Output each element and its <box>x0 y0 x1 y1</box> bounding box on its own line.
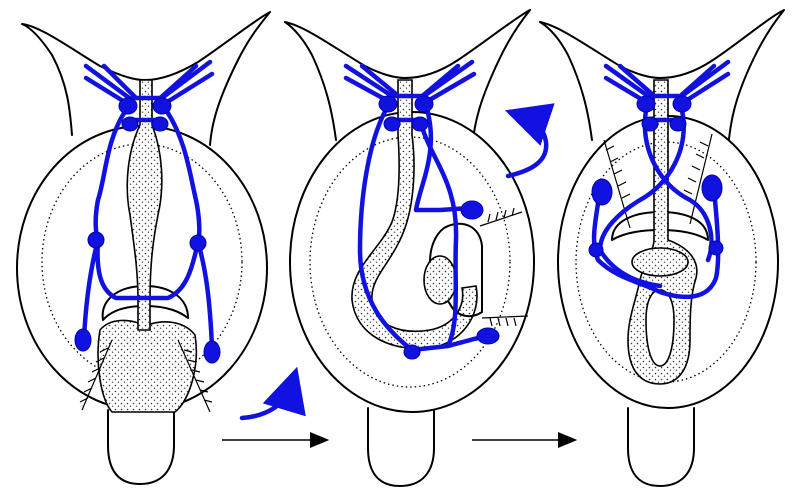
curved-rotation-arrow-icon <box>242 384 292 418</box>
visceral-knot <box>632 248 688 276</box>
panel-mid-torsion <box>285 10 534 486</box>
visceral-knot <box>424 256 456 304</box>
panel-untwisted <box>17 12 270 484</box>
foot <box>108 410 174 484</box>
panel-torsion-complete <box>540 10 784 486</box>
foot <box>628 408 694 486</box>
curved-rotation-arrow-icon <box>508 116 546 176</box>
visceral-mass <box>98 320 196 412</box>
foot <box>368 408 434 486</box>
